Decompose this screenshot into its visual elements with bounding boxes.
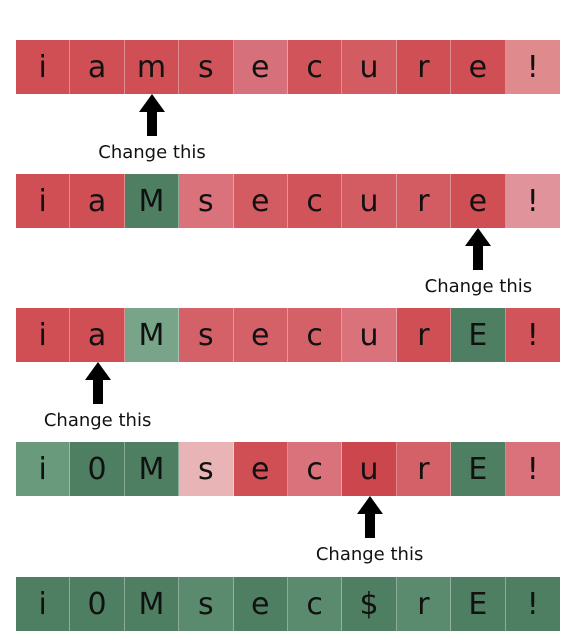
char-cell: i <box>16 174 71 228</box>
char-cell: ! <box>505 577 560 631</box>
char-cell: e <box>233 442 288 496</box>
char-cell: c <box>287 308 343 362</box>
char-cell: r <box>396 40 452 94</box>
char-cell: s <box>179 577 234 631</box>
char-cell: m <box>124 40 180 94</box>
char-cell: e <box>233 40 288 94</box>
change-label: Change this <box>43 410 152 431</box>
char-cell: i <box>16 442 71 496</box>
char-cell: s <box>179 442 234 496</box>
char-cell: 0 <box>70 442 125 496</box>
char-cell: u <box>342 308 397 362</box>
change-annotation: Change this <box>290 496 450 565</box>
up-arrow-icon <box>139 94 165 136</box>
char-cell: a <box>70 308 125 362</box>
char-cell: u <box>342 174 397 228</box>
char-cell: E <box>451 308 506 362</box>
char-cell: c <box>287 577 343 631</box>
char-cell: i <box>16 577 71 631</box>
char-cell: c <box>287 174 343 228</box>
change-label: Change this <box>98 142 206 163</box>
char-cell: e <box>451 174 506 228</box>
char-cell: 0 <box>70 577 125 631</box>
up-arrow-icon <box>465 228 492 270</box>
up-arrow-icon <box>84 362 111 404</box>
char-cell: e <box>451 40 506 94</box>
char-cell: $ <box>342 577 397 631</box>
char-cell: u <box>342 442 397 496</box>
char-cell: c <box>287 442 343 496</box>
char-cell: e <box>233 174 288 228</box>
up-arrow-icon <box>356 496 383 538</box>
char-cell: u <box>342 40 397 94</box>
char-cell: ! <box>505 308 560 362</box>
change-label: Change this <box>424 276 533 297</box>
char-cell: i <box>16 308 71 362</box>
char-cell: s <box>179 40 234 94</box>
char-cell: ! <box>505 40 560 94</box>
char-cell: M <box>124 442 180 496</box>
char-cell: M <box>124 174 180 228</box>
change-annotation: Change this <box>398 228 558 297</box>
char-cell: a <box>70 174 125 228</box>
char-cell: a <box>70 40 125 94</box>
change-label: Change this <box>315 544 424 565</box>
char-cell: e <box>233 577 288 631</box>
change-annotation: Change this <box>18 362 178 431</box>
char-cell: r <box>396 174 452 228</box>
char-cell: r <box>396 442 452 496</box>
char-cell: s <box>179 174 234 228</box>
char-cell: s <box>179 308 234 362</box>
char-cell: ! <box>505 174 560 228</box>
char-cell: i <box>16 40 71 94</box>
change-annotation: Change this <box>72 94 232 163</box>
char-cell: r <box>396 308 452 362</box>
char-cell: r <box>396 577 452 631</box>
char-cell: E <box>451 577 506 631</box>
char-cell: ! <box>505 442 560 496</box>
char-cell: e <box>233 308 288 362</box>
char-cell: M <box>124 308 180 362</box>
char-cell: c <box>287 40 343 94</box>
char-cell: M <box>124 577 180 631</box>
char-cell: E <box>451 442 506 496</box>
